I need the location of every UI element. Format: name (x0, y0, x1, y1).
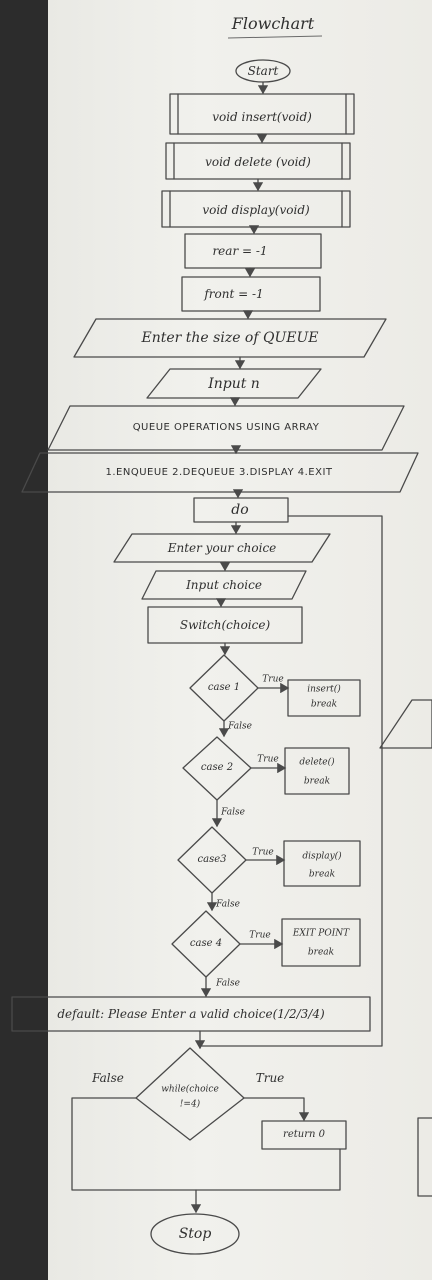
case4-action-line1: EXIT POINT (292, 928, 350, 939)
case4-action (281, 918, 361, 967)
case4-label: case 4 (189, 938, 223, 949)
menu-label: 1.ENQUEUE 2.DEQUEUE 3.DISPLAY 4.EXIT (105, 467, 333, 478)
case3-true-label: True (252, 847, 274, 858)
do-label: do (231, 502, 249, 518)
case3-action (283, 840, 361, 887)
display-function-label: void display(void) (202, 203, 310, 217)
input-choice-label: Input choice (186, 578, 262, 592)
while-false-label: False (92, 1071, 124, 1085)
flowchart-title: Flowchart (231, 14, 315, 33)
enter-choice-label: Enter your choice (167, 541, 277, 555)
edge-while-true (243, 1097, 310, 1122)
input-n-io (146, 368, 322, 399)
case1-action-line1: insert() (307, 684, 341, 695)
input-n-label: Input n (208, 376, 260, 392)
case3-label: case3 (197, 854, 227, 865)
stop-terminal (150, 1213, 240, 1255)
front-label: front = -1 (204, 287, 264, 301)
rear-label: rear = -1 (212, 244, 268, 258)
case1-false-label: False (228, 721, 252, 732)
do-process (193, 497, 289, 523)
case1-label: case 1 (207, 682, 241, 693)
start-label: Start (247, 64, 279, 78)
paper-sheet (48, 0, 432, 1280)
case2-label: case 2 (200, 762, 234, 773)
case4-false-label: False (216, 978, 240, 989)
edge-while-false (71, 1097, 341, 1191)
enter-size-label: Enter the size of QUEUE (141, 330, 319, 346)
menu-io (21, 452, 419, 493)
rear-process (184, 233, 322, 269)
case2-true-label: True (257, 754, 279, 765)
input-choice-io (141, 570, 307, 600)
while-label-line2: !=4) (179, 1099, 201, 1110)
title-underline (227, 35, 323, 39)
default-label: default: Please Enter a valid choice(1/2… (57, 1007, 325, 1021)
case3-false-label: False (216, 899, 240, 910)
enter-size-io (73, 318, 387, 358)
case3-action-line1: display() (302, 851, 342, 862)
while-true-label: True (255, 1071, 285, 1085)
edge-partial-shape-1 (379, 699, 432, 749)
return-process (261, 1120, 347, 1150)
case4-true-label: True (249, 930, 271, 941)
while-decision (135, 1047, 245, 1141)
case2-action (284, 747, 350, 795)
case4-action-line2: break (307, 947, 335, 958)
case1-action (287, 679, 361, 717)
case1-true-label: True (262, 674, 284, 685)
edge-partial-shape-2 (417, 1117, 432, 1197)
case3-action-line2: break (308, 869, 336, 880)
delete-function-label: void delete (void) (205, 155, 311, 169)
while-label-line1: while(choice (161, 1084, 219, 1095)
case2-false-label: False (221, 807, 245, 818)
queue-ops-label: QUEUE OPERATIONS USING ARRAY (132, 422, 320, 433)
case1-action-line2: break (310, 699, 338, 710)
default-process (11, 996, 371, 1032)
case2-action-line1: delete() (299, 757, 335, 768)
case2-action-line2: break (303, 776, 331, 787)
switch-label: Switch(choice) (179, 618, 271, 632)
stop-label: Stop (178, 1226, 212, 1242)
return-label: return 0 (283, 1129, 325, 1140)
loop-back-line (201, 515, 383, 1047)
insert-function-label: void insert(void) (212, 110, 312, 124)
queue-ops-io (47, 405, 405, 451)
enter-choice-io (113, 533, 331, 563)
